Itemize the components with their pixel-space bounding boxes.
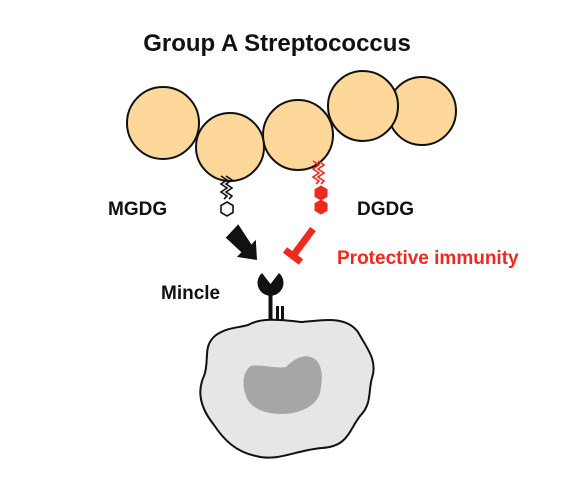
coccus-4 bbox=[262, 99, 334, 171]
coccus-1 bbox=[126, 86, 200, 160]
mincle-head bbox=[257, 273, 284, 296]
activation-arrow bbox=[225, 224, 257, 260]
dgdg-sugar-hexagon-2 bbox=[314, 199, 328, 215]
streptococcus-chain bbox=[126, 70, 457, 182]
diagram-title: Group A Streptococcus bbox=[143, 30, 411, 57]
mincle-label: Mincle bbox=[161, 283, 220, 304]
dgdg-sugar-hexagon-1 bbox=[314, 185, 328, 201]
mgdg-sugar-hexagon bbox=[220, 201, 234, 217]
inhibition-bar bbox=[282, 226, 316, 265]
dgdg-label: DGDG bbox=[357, 199, 414, 220]
mincle-stalk bbox=[268, 294, 273, 336]
mgdg-label: MGDG bbox=[108, 199, 167, 220]
mgdg-glycolipid bbox=[219, 175, 234, 217]
coccus-2 bbox=[195, 112, 265, 182]
mgdg-lipid-tail-1 bbox=[219, 175, 229, 200]
dgdg-lipid-tail-2 bbox=[316, 160, 326, 185]
dgdg-lipid-tail-1 bbox=[311, 160, 321, 185]
coccus-5 bbox=[327, 70, 399, 142]
protective-immunity-label: Protective immunity bbox=[337, 248, 519, 269]
mgdg-lipid-tail-2 bbox=[224, 175, 234, 200]
dgdg-glycolipid bbox=[311, 160, 328, 215]
cell-nucleus bbox=[243, 356, 322, 414]
